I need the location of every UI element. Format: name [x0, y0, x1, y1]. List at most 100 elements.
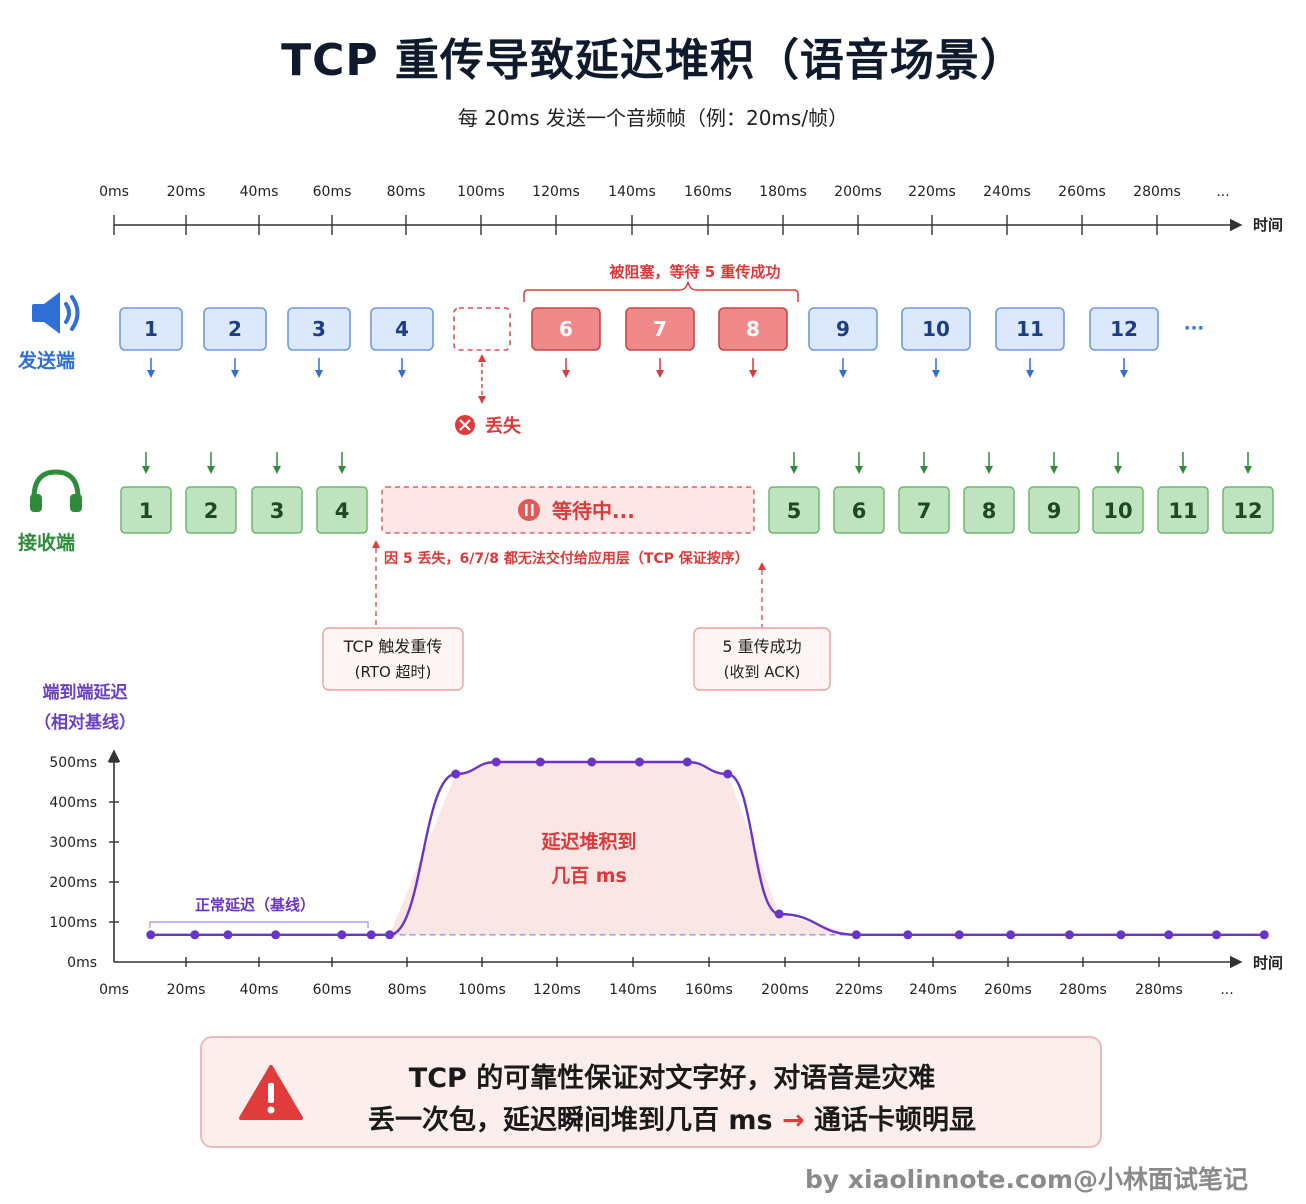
- pause-bar-right: [531, 504, 534, 516]
- sender-packet-label: 6: [559, 317, 573, 341]
- receiver-packet-label: 6: [852, 499, 867, 523]
- page-title: TCP 重传导致延迟堆积（语音场景）: [281, 35, 1025, 86]
- receiver-packet: [185, 486, 237, 534]
- lost-arrow-up: [478, 354, 486, 362]
- timeline-tick-label: 100ms: [457, 184, 505, 200]
- latency-accumulation-area: [389, 762, 857, 935]
- sender-packet-label: 12: [1110, 317, 1138, 341]
- receiver-arrow-head: [1244, 466, 1252, 474]
- receiver-packet-label: 1: [139, 499, 154, 523]
- latency-point: [451, 769, 461, 779]
- chart-x-tick-label: 200ms: [761, 982, 809, 998]
- timeline-tick-label: 260ms: [1058, 184, 1106, 200]
- success-callout-line1: 5 重传成功: [722, 637, 801, 656]
- sender-packet-label: 4: [395, 317, 409, 341]
- sender-label: 发送端: [18, 350, 76, 372]
- latency-point: [366, 930, 376, 940]
- sender-arrow-head: [1120, 370, 1128, 378]
- sender-arrow-head: [749, 370, 757, 378]
- latency-title-line1: 端到端延迟: [42, 683, 128, 703]
- pause-bar-left: [525, 504, 528, 516]
- sender-packet: [119, 307, 183, 351]
- receiver-arrow-head: [1050, 466, 1058, 474]
- sender-packet: [901, 307, 971, 351]
- warning-arrow: →: [781, 1105, 805, 1136]
- retransmit-callout-line2: (RTO 超时): [355, 663, 432, 681]
- sender-arrow-head: [656, 370, 664, 378]
- receiver-packet: [768, 486, 820, 534]
- timeline-tick-label: 0ms: [99, 184, 129, 200]
- receiver-packet: [898, 486, 950, 534]
- sender-packet-label: 1: [144, 317, 158, 341]
- sender-packet-label: 11: [1016, 317, 1044, 341]
- timeline-tick-label: 140ms: [608, 184, 656, 200]
- receiver-packet-label: 2: [204, 499, 219, 523]
- latency-point: [385, 930, 395, 940]
- receiver-packet: [1222, 486, 1274, 534]
- baseline-label: 正常延迟（基线）: [195, 896, 315, 914]
- chart-x-tick-label: 120ms: [533, 982, 581, 998]
- receiver-packet-label: 9: [1047, 499, 1062, 523]
- timeline-tick-label: 80ms: [387, 184, 426, 200]
- chart-x-tick-label: 240ms: [909, 982, 957, 998]
- latency-point: [682, 757, 692, 767]
- chart-x-tick-label: 140ms: [609, 982, 657, 998]
- receiver-packet: [1157, 486, 1209, 534]
- latency-point: [1212, 930, 1221, 940]
- waiting-label: 等待中...: [552, 499, 635, 523]
- timeline-tick-label: 240ms: [983, 184, 1031, 200]
- sender-packet: [287, 307, 351, 351]
- chart-y-tick-label: 200ms: [49, 875, 97, 891]
- chart-y-tick-label: 300ms: [49, 835, 97, 851]
- latency-title-line2: （相对基线）: [34, 713, 136, 733]
- sender-packet: [718, 307, 788, 351]
- chart-x-tick-label: 160ms: [685, 982, 733, 998]
- receiver-arrow-head: [142, 466, 150, 474]
- lost-x-mark: [459, 419, 471, 431]
- sender-packet: [531, 307, 601, 351]
- retransmit-callout-line1: TCP 触发重传: [343, 637, 443, 656]
- receiver-packet-label: 11: [1168, 499, 1197, 523]
- sender-arrow-head: [398, 370, 406, 378]
- chart-x-tick-label: 60ms: [313, 982, 352, 998]
- headphones-icon: [30, 469, 82, 512]
- timeline-tick-label: 160ms: [684, 184, 732, 200]
- sender-packet-label: 7: [653, 317, 667, 341]
- lost-label: 丢失: [485, 415, 522, 437]
- latency-point: [1006, 930, 1016, 940]
- latency-point: [146, 930, 156, 940]
- success-callout-line2: (收到 ACK): [724, 663, 801, 681]
- timeline-tick-label: 40ms: [240, 184, 279, 200]
- chart-x-axis-label: 时间: [1253, 954, 1283, 972]
- sender-packet-label: 8: [746, 317, 760, 341]
- sender-packet: [203, 307, 267, 351]
- receiver-label: 接收端: [18, 532, 76, 554]
- watermark: by xiaolinnote.com@小林面试笔记: [805, 1165, 1248, 1194]
- timeline-tick-label: 120ms: [532, 184, 580, 200]
- sender-packet-label: 3: [312, 317, 326, 341]
- sender-packet: [1089, 307, 1159, 351]
- latency-point: [223, 930, 233, 940]
- receiver-arrow-head: [338, 466, 346, 474]
- sender-packet: [625, 307, 695, 351]
- chart-x-tick-label: 280ms: [1059, 982, 1107, 998]
- latency-point: [635, 757, 645, 767]
- chart-x-tick-label: 260ms: [984, 982, 1032, 998]
- baseline-bracket: [149, 921, 369, 928]
- chart-x-tick-label: 100ms: [458, 982, 506, 998]
- latency-point: [271, 930, 281, 940]
- chart-x-tick-label: 40ms: [240, 982, 279, 998]
- warning-line-2-pre: 丢一次包，延迟瞬间堆到几百 ms: [367, 1105, 782, 1136]
- chart-y-tick-label: 100ms: [49, 915, 97, 931]
- latency-point: [903, 930, 913, 940]
- sender-arrow-head: [231, 370, 239, 378]
- accumulate-label-line2: 几百 ms: [551, 865, 627, 887]
- sender-arrow-head: [147, 370, 155, 378]
- latency-point: [491, 757, 501, 767]
- waiting-box: [381, 486, 755, 534]
- latency-point: [587, 757, 597, 767]
